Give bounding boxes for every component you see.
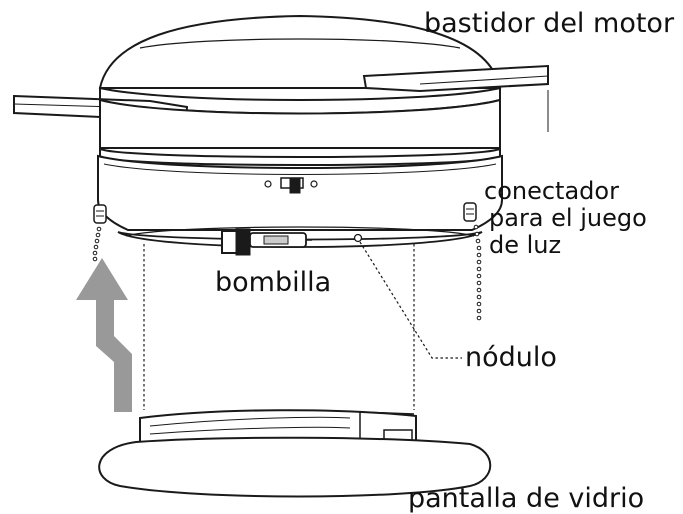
pull-chain-right [463,202,482,321]
label-connector-line3: de luz [489,231,561,259]
label-knob: nódulo [465,342,557,373]
bulb [221,228,312,256]
label-glass-shade: pantalla de vidrio [408,483,644,514]
pull-chain-left [92,204,107,262]
label-connector-line2: para el juego [489,204,647,232]
glass-shade [98,409,492,498]
fan-blade-right [362,64,549,93]
label-motor-housing: bastidor del motor [424,8,675,39]
guide-lines [143,241,462,410]
reverse-switch [264,177,318,194]
label-connector-line1: conectador [484,177,619,205]
motor-body [99,90,549,149]
label-bulb: bombilla [215,267,331,298]
knob [353,233,363,243]
install-direction-arrow [76,258,132,412]
